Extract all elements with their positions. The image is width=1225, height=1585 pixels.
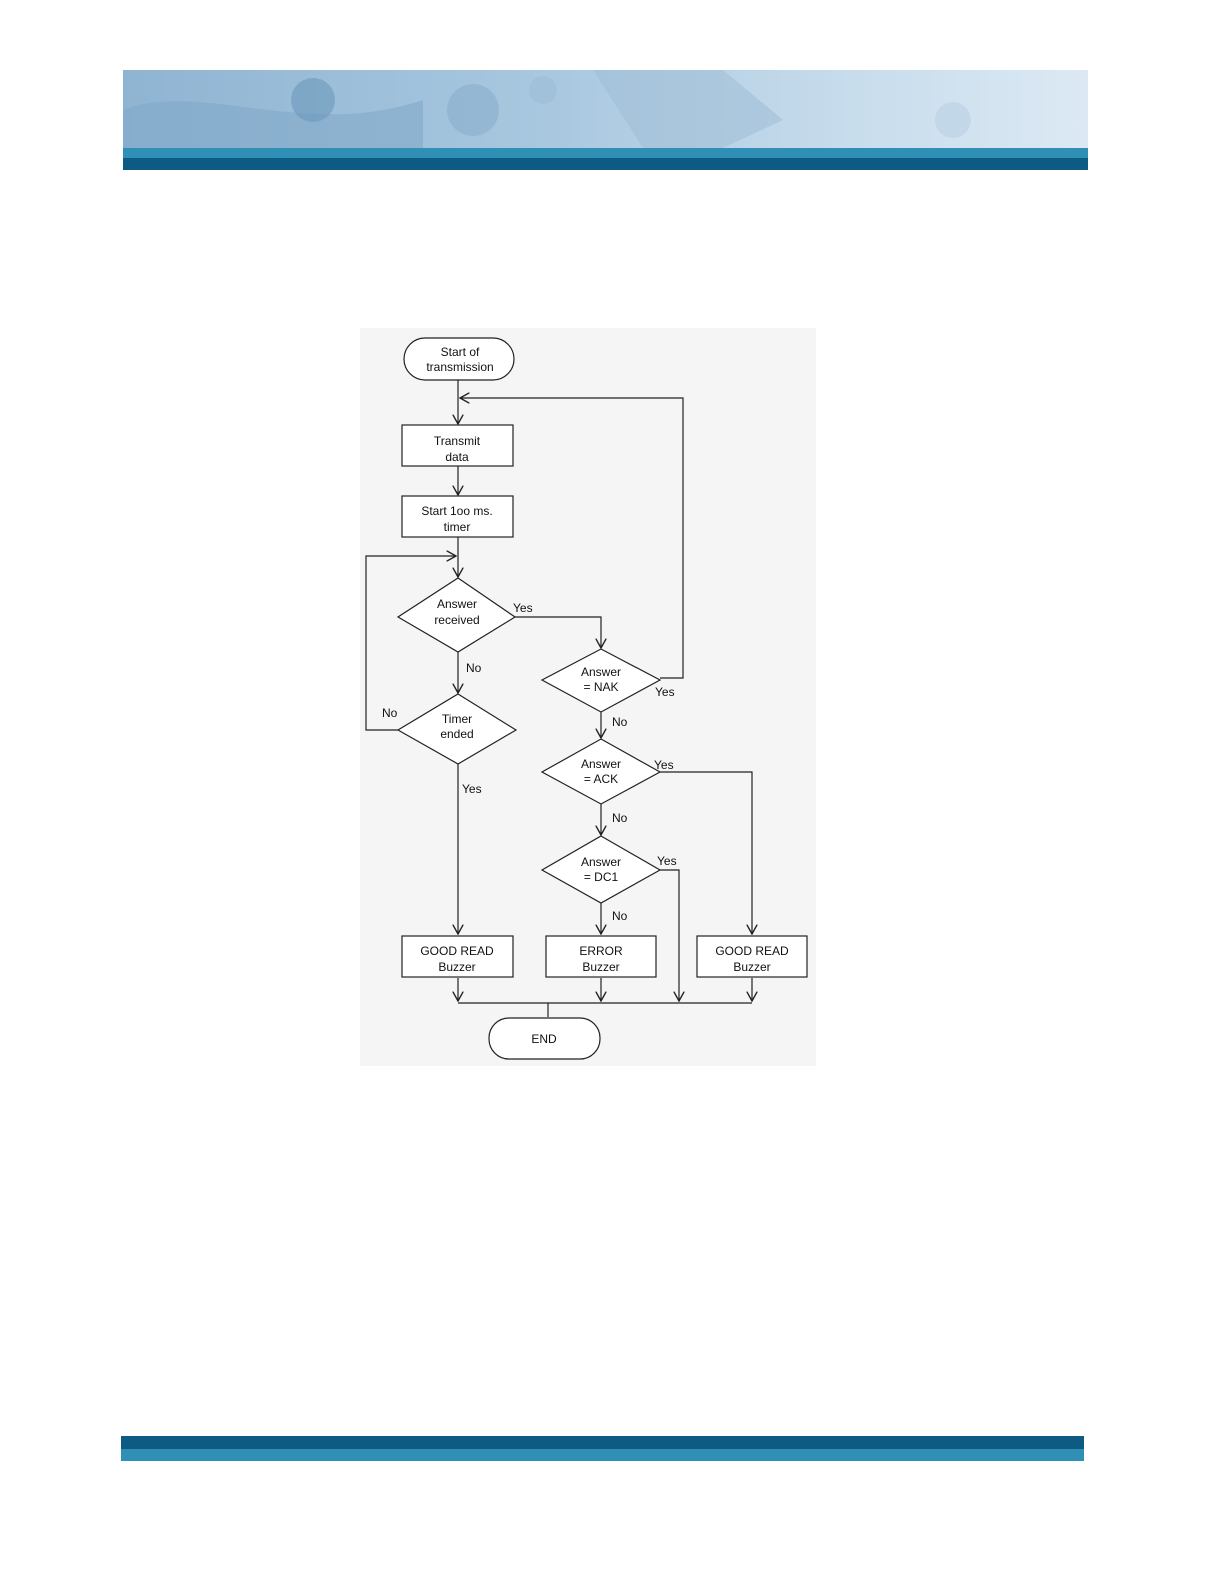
node-timer-ended-line2: ended: [440, 727, 473, 741]
node-start-line2: transmission: [426, 360, 493, 374]
node-dc1-line1: Answer: [581, 855, 621, 869]
node-timer-line1: Start 1oo ms.: [421, 504, 492, 518]
node-nak-line2: = NAK: [583, 680, 618, 694]
node-answer-dc1: Answer = DC1: [542, 836, 660, 903]
node-received-line2: received: [434, 613, 479, 627]
flowchart-panel: Start of transmission Transmit data Star…: [360, 328, 816, 1066]
node-good-read-right: GOOD READ Buzzer: [697, 936, 807, 977]
label-dc1-yes: Yes: [657, 854, 677, 868]
node-start: Start of transmission: [404, 338, 514, 380]
node-ack-line1: Answer: [581, 757, 621, 771]
header-banner-art: [123, 70, 1088, 170]
node-transmit-line2: data: [445, 450, 469, 464]
flowchart-edges: [366, 380, 752, 1017]
label-nak-no: No: [612, 715, 628, 729]
node-good-read-right-line2: Buzzer: [733, 960, 770, 974]
node-end-label: END: [531, 1032, 557, 1046]
header-banner: [123, 70, 1088, 170]
node-transmit-data: Transmit data: [402, 425, 513, 466]
node-error-line2: Buzzer: [582, 960, 619, 974]
node-good-read-left: GOOD READ Buzzer: [402, 936, 513, 977]
label-nak-yes: Yes: [655, 685, 675, 699]
node-good-read-right-line1: GOOD READ: [715, 944, 789, 958]
edge-dc1-yes: [660, 870, 679, 1001]
edge-received-yes: [515, 617, 601, 648]
node-ack-line2: = ACK: [584, 772, 618, 786]
node-good-read-left-line1: GOOD READ: [420, 944, 494, 958]
label-dc1-no: No: [612, 909, 628, 923]
node-answer-received: Answer received: [398, 578, 515, 652]
node-start-timer: Start 1oo ms. timer: [402, 496, 513, 537]
node-good-read-left-line2: Buzzer: [438, 960, 475, 974]
flowchart: Start of transmission Transmit data Star…: [360, 328, 816, 1066]
node-timer-ended-line1: Timer: [442, 712, 472, 726]
label-ack-no: No: [612, 811, 628, 825]
node-transmit-line1: Transmit: [434, 434, 481, 448]
label-received-no: No: [466, 661, 482, 675]
label-timer-no: No: [382, 706, 398, 720]
node-timer-ended: Timer ended: [398, 694, 516, 764]
node-answer-ack: Answer = ACK: [542, 739, 660, 804]
footer-bar-art: [121, 1436, 1084, 1461]
node-error: ERROR Buzzer: [546, 936, 656, 977]
footer-bar: [121, 1436, 1084, 1461]
node-timer-line2: timer: [444, 520, 471, 534]
edge-ack-yes: [660, 772, 752, 934]
node-start-line1: Start of: [441, 345, 480, 359]
node-answer-nak: Answer = NAK: [542, 649, 660, 712]
node-error-line1: ERROR: [579, 944, 623, 958]
node-dc1-line2: = DC1: [584, 870, 619, 884]
label-received-yes: Yes: [513, 601, 533, 615]
node-nak-line1: Answer: [581, 665, 621, 679]
label-ack-yes: Yes: [654, 758, 674, 772]
node-end: END: [489, 1018, 600, 1059]
label-timer-yes: Yes: [462, 782, 482, 796]
node-received-line1: Answer: [437, 597, 477, 611]
